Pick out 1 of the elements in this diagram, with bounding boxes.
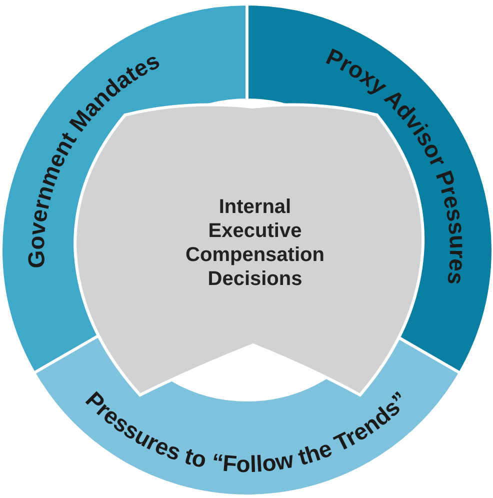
center-label: Internal Executive Compensation Decisions bbox=[184, 195, 326, 291]
